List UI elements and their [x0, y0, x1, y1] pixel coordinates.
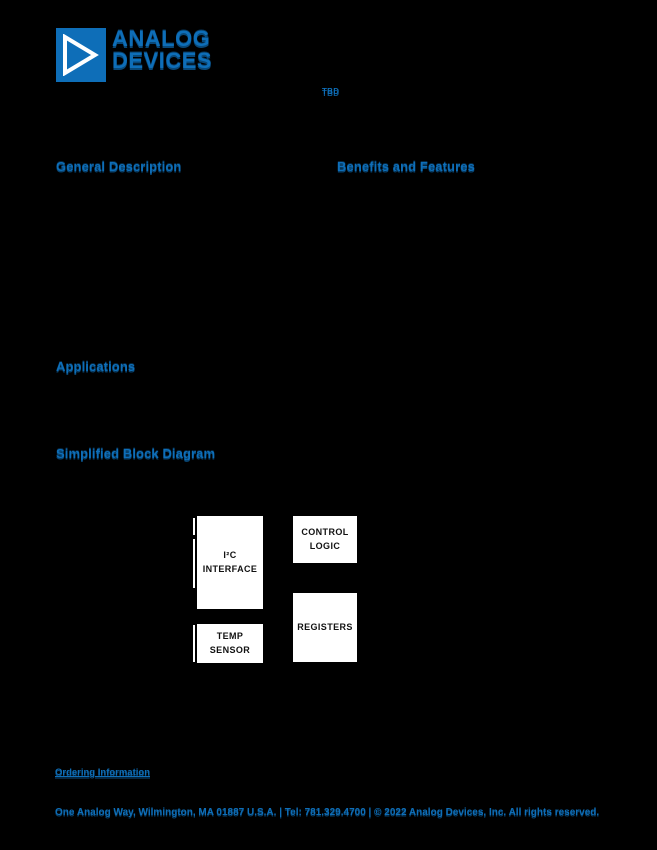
logo-word-devices: DEVICES: [112, 48, 213, 74]
diagram-wire-stub: [193, 625, 195, 662]
footer-address-line: One Analog Way, Wilmington, MA 01887 U.S…: [55, 807, 600, 818]
block-label-line: INTERFACE: [202, 563, 258, 574]
block-registers: REGISTERS: [293, 593, 357, 662]
ordering-information-link[interactable]: Ordering Information: [55, 767, 150, 778]
diagram-wire-stub: [193, 518, 195, 535]
heading-benefits-features: Benefits and Features: [337, 159, 475, 174]
block-label-line: REGISTERS: [297, 621, 353, 632]
heading-simplified-block-diagram: Simplified Block Diagram: [56, 446, 216, 461]
block-label-line: TEMP: [216, 631, 244, 641]
block-label-line: SENSOR: [209, 644, 251, 655]
block-control-logic: CONTROL LOGIC: [293, 516, 357, 563]
block-i2c-interface: I²C INTERFACE: [197, 516, 263, 609]
status-note-link[interactable]: TBD: [322, 87, 340, 96]
block-label-line: LOGIC: [309, 540, 341, 551]
heading-general-description: General Description: [56, 159, 182, 174]
block-temp-sensor: TEMP SENSOR: [197, 624, 263, 663]
analog-devices-triangle-icon: [56, 28, 106, 82]
block-label-line: CONTROL: [301, 527, 349, 537]
diagram-wire-stub: [193, 539, 195, 588]
analog-devices-logo: ANALOG DEVICES: [56, 26, 286, 84]
logo-word-analog: ANALOG: [112, 26, 211, 51]
block-label-line: I²C: [223, 550, 237, 560]
heading-applications: Applications: [56, 359, 136, 374]
logo-wordmark: ANALOG DEVICES: [112, 26, 213, 74]
